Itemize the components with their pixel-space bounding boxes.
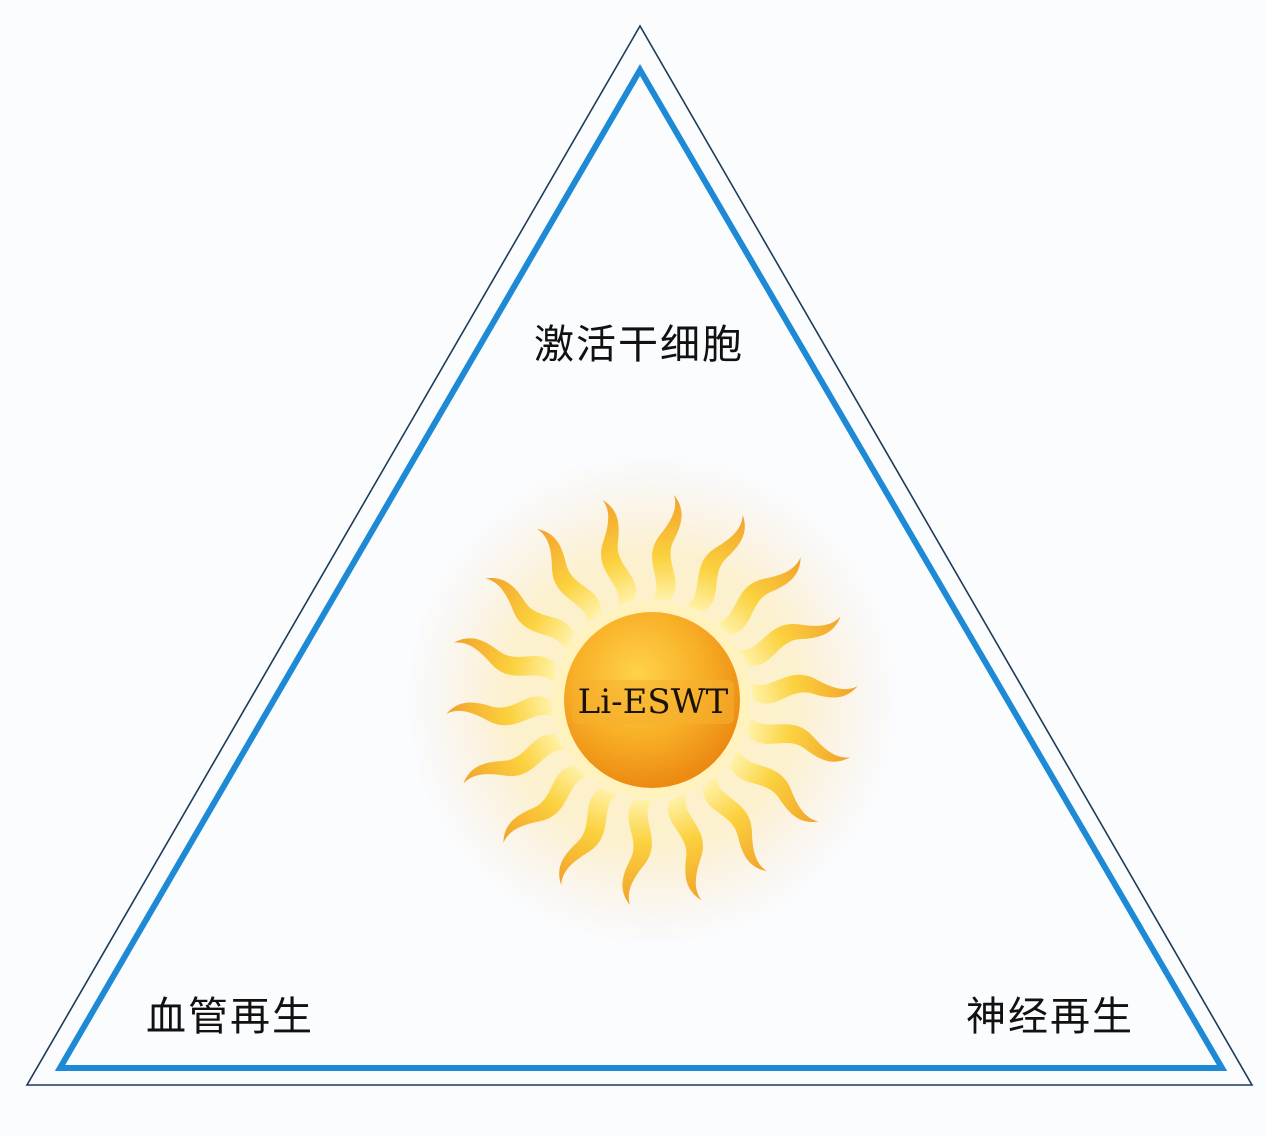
center-label: Li-ESWT [0, 680, 1266, 724]
vertex-label-bottom-left: 血管再生 [146, 994, 314, 1040]
outer-triangle [25, 24, 1254, 1086]
inner-triangle [54, 64, 1228, 1071]
vertex-label-bottom-right: 神经再生 [966, 994, 1134, 1040]
vertex-label-top: 激活干细胞 [534, 322, 744, 368]
center-label-text: Li-ESWT [571, 680, 735, 724]
